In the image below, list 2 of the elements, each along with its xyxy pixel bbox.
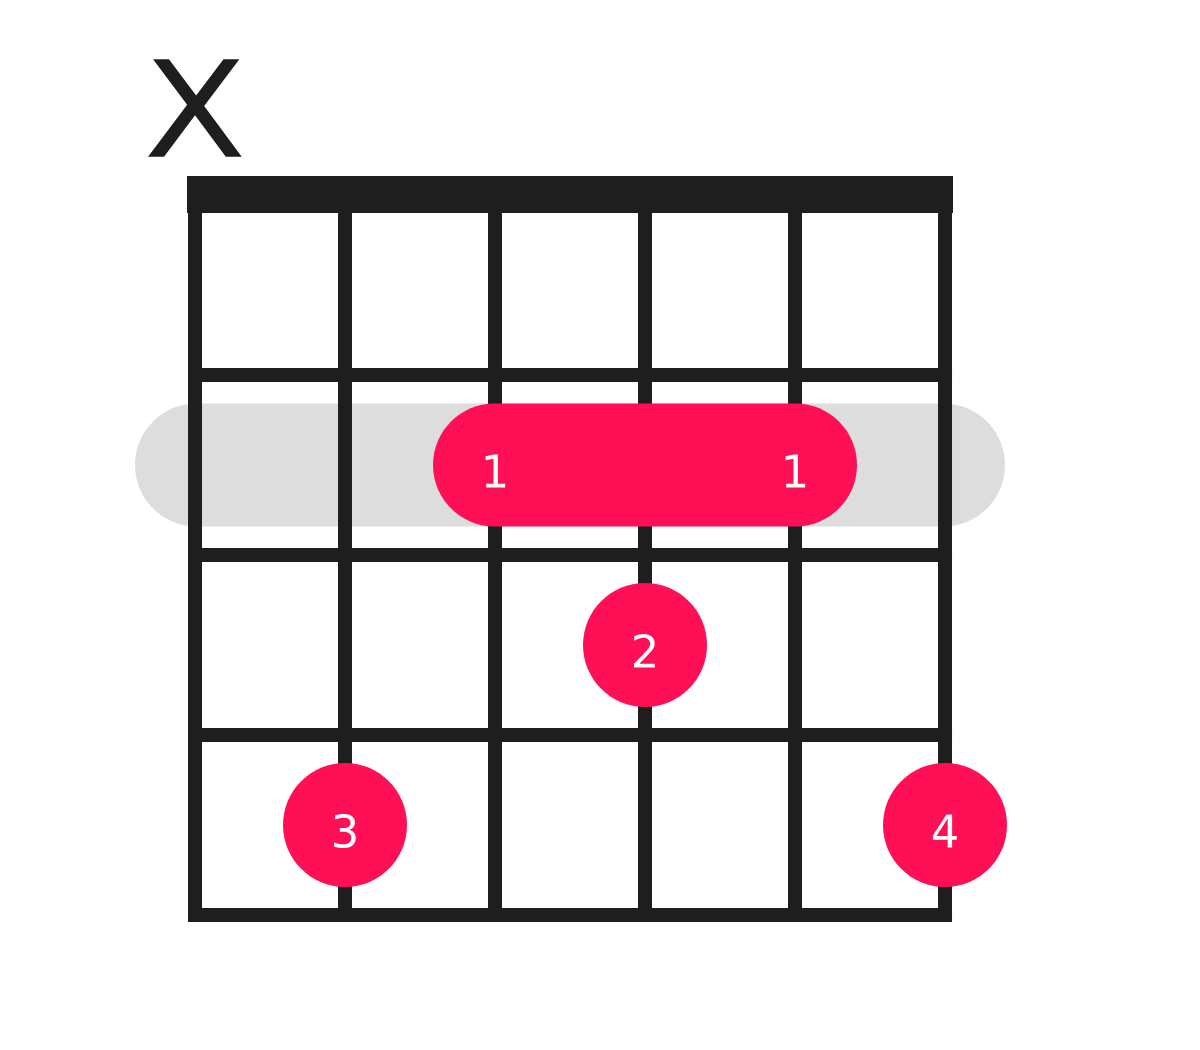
barre-bar: 1 1 — [433, 403, 857, 527]
mute-mark: X — [148, 59, 242, 157]
